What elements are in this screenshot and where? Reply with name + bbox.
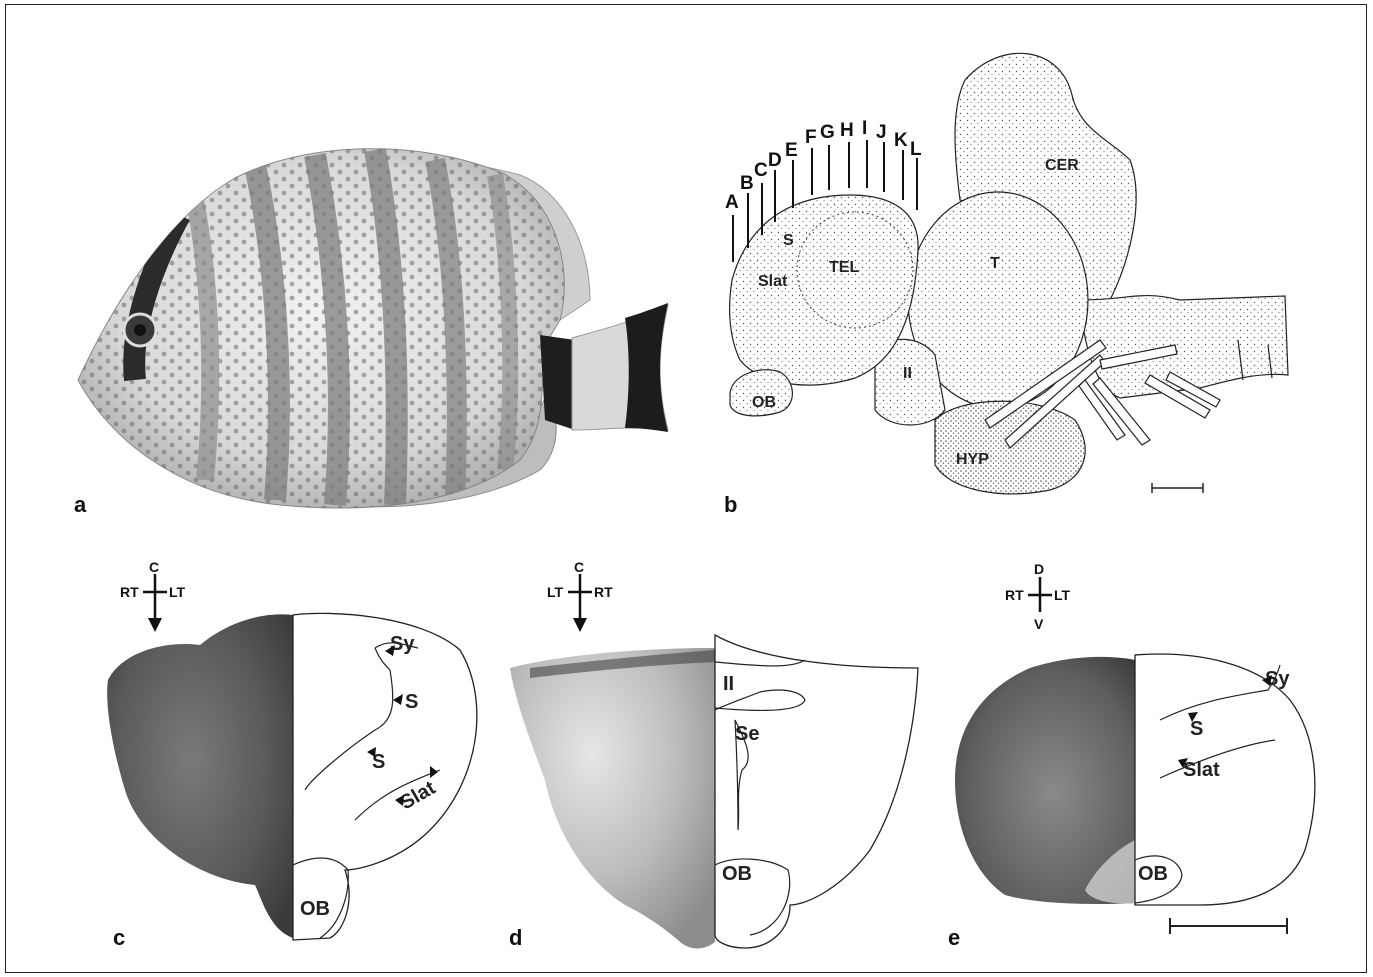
orient-top: C [574,559,584,575]
panel-letter-e: e [948,925,960,950]
brain-photo-c [107,614,293,938]
section-letter: B [740,173,754,194]
brain-outline-d [715,635,918,948]
brain-photo-d [510,648,715,949]
orient-left: LT [547,584,564,600]
panel-letter-d: d [509,925,522,950]
brain-outline-c [293,613,477,940]
section-letter: D [768,150,782,171]
label-s: S [783,232,794,249]
orientation-compass-e: D V RT LT [1005,561,1071,632]
orient-bottom: V [1034,616,1044,632]
orient-top: C [149,559,159,575]
section-letter: J [876,122,887,143]
label-slat: Slat [758,273,788,290]
section-letter: L [910,139,922,160]
section-letter: A [725,192,739,213]
orient-right: RT [594,584,613,600]
section-letter: G [820,122,835,143]
section-letter: C [754,160,768,181]
label-ii: II [903,365,912,382]
orient-top: D [1034,561,1044,577]
orient-right: LT [169,584,186,600]
panel-letter-a: a [74,492,87,517]
label-t: T [990,255,1000,272]
label-cer: CER [1045,157,1079,174]
section-letter: K [894,130,908,151]
brain-drawing [730,53,1288,493]
section-letter: H [840,120,854,141]
label-ob: OB [752,394,776,411]
label-se: Se [735,723,759,745]
label-s: S [405,691,418,713]
section-letter: F [805,127,817,148]
label-ob: OB [300,898,330,920]
orientation-compass-c: C RT LT [120,559,186,632]
section-letter: I [862,118,867,139]
label-ob: OB [1138,863,1168,885]
label-ob: OB [722,863,752,885]
label-tel: TEL [829,259,859,276]
orient-right: LT [1054,587,1071,603]
panel-letter-b: b [724,492,737,517]
orient-left: RT [1005,587,1024,603]
label-ii: II [723,673,734,695]
section-letter: E [785,140,798,161]
orientation-compass-d: C LT RT [547,559,613,632]
orient-left: RT [120,584,139,600]
label-slat: Slat [1183,759,1220,781]
panel-letter-c: c [113,925,125,950]
fish-photo [70,140,668,520]
label-hyp: HYP [956,451,989,468]
label-sy: Sy [390,633,415,655]
